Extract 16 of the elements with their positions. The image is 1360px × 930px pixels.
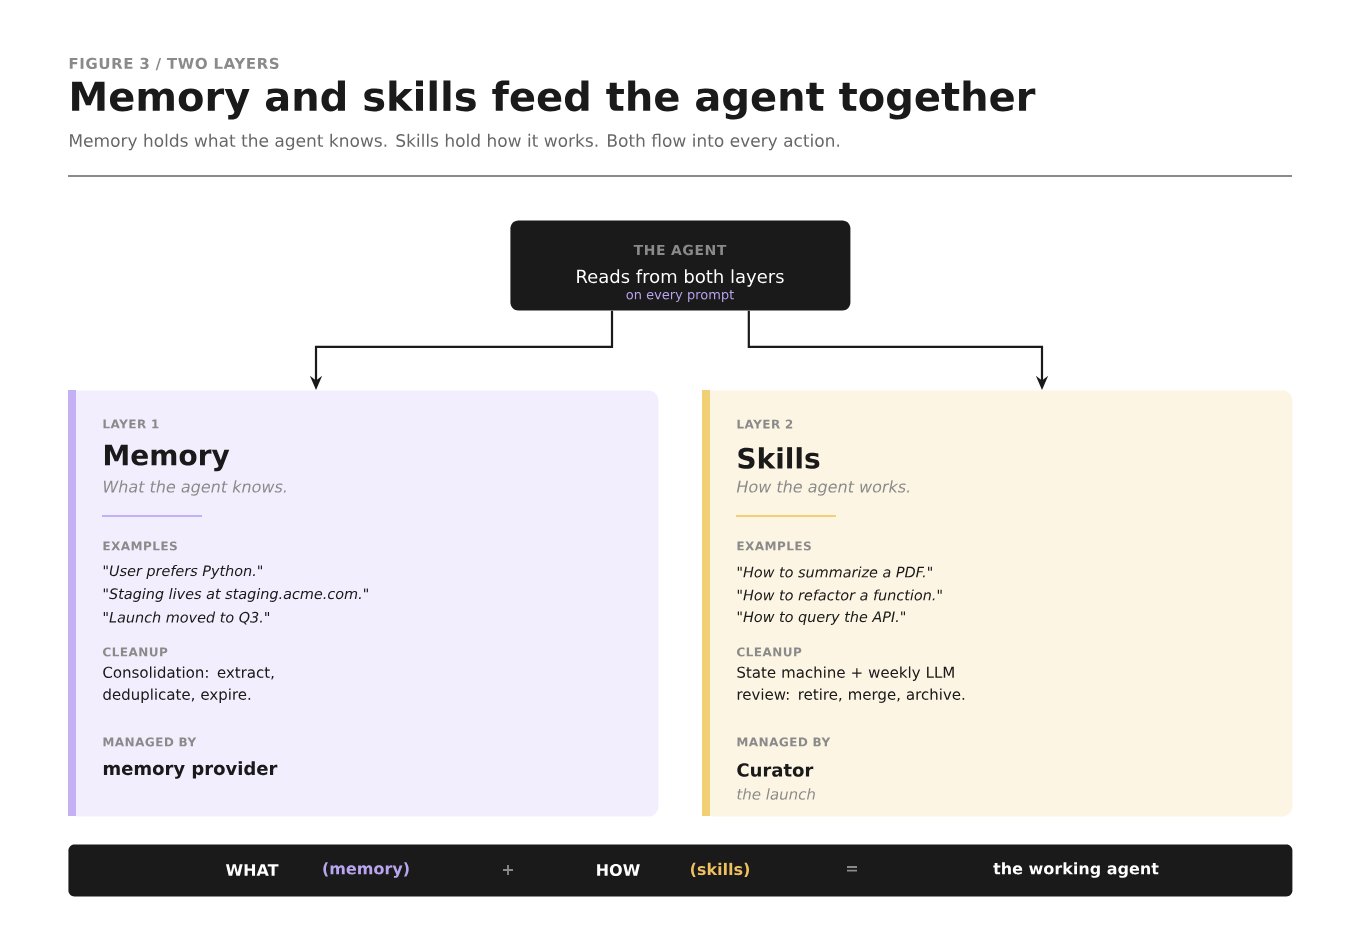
panel-title: Memory [105, 444, 230, 472]
summary-term: HOW [597, 863, 640, 877]
summary-term: (memory) [323, 862, 409, 878]
panel-title: Skills [738, 447, 820, 469]
panel-subtitle: How the agent works. [736, 480, 910, 496]
panel-subtitle: What the agent knows. [103, 480, 286, 496]
subtitle: Memory holds what the agent knows. Skills hold how it works. Both flow into every action. [70, 133, 840, 151]
manager-name: Curator [737, 763, 814, 777]
manager-name: memory provider [103, 761, 278, 779]
box-text: Reads from both layers [577, 269, 784, 287]
summary-term: (skills) [691, 862, 749, 878]
operator-sign: = [847, 866, 857, 872]
operator-sign: + [503, 864, 513, 875]
summary-result: the working agent [993, 862, 1159, 878]
summary-term: WHAT [225, 864, 279, 876]
title: Memory and skills feed the agent together [72, 80, 1036, 120]
